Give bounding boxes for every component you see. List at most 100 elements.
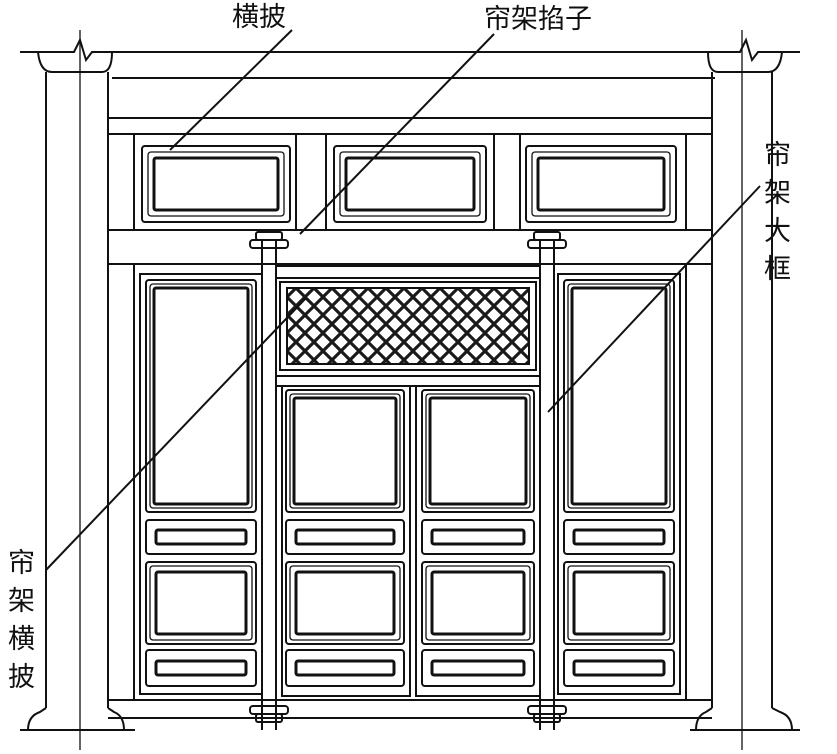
leader-curtain-transom — [45, 297, 307, 571]
lattice-diamond — [514, 371, 528, 385]
lattice-diamond — [388, 353, 402, 364]
lattice-diamond — [262, 317, 276, 331]
label-curtain-transom-2: 架 — [8, 586, 35, 617]
lattice-diamond — [307, 290, 321, 304]
label-curtain-transom-1: 帘 — [8, 548, 35, 579]
lattice-diamond — [451, 308, 465, 322]
lattice-diamond — [496, 299, 510, 313]
right-column — [690, 30, 800, 750]
lattice-diamond — [370, 353, 384, 364]
lattice-diamond — [442, 335, 456, 349]
lattice-diamond — [424, 353, 438, 364]
lattice-diamond — [370, 371, 384, 385]
lattice-diamond — [370, 317, 384, 331]
lattice-diamond — [433, 326, 447, 340]
lattice-diamond — [352, 299, 366, 313]
lattice-diamond — [379, 308, 393, 322]
lattice-diamond — [514, 299, 528, 313]
leader-transom — [169, 29, 293, 151]
lattice-diamond — [460, 299, 474, 313]
lattice-diamond — [433, 308, 447, 322]
lattice-diamond — [442, 317, 456, 331]
lattice-diamond — [325, 308, 339, 322]
lattice-diamond — [262, 281, 276, 295]
top-beam — [20, 37, 800, 79]
lattice-diamond — [343, 326, 357, 340]
lattice-diamond — [361, 290, 375, 304]
lattice-diamond — [287, 299, 294, 313]
lattice-diamond — [478, 299, 492, 313]
label-main-frame-1: 帘 — [764, 140, 791, 171]
lattice-diamond — [424, 299, 438, 313]
lattice-diamond — [388, 288, 402, 295]
lattice-diamond — [289, 326, 303, 340]
lattice-diamond — [325, 290, 339, 304]
lattice-diamond — [262, 353, 276, 367]
lattice-diamond — [316, 317, 330, 331]
lattice-diamond — [379, 344, 393, 358]
lattice-diamond — [496, 353, 510, 364]
lattice-diamond — [451, 326, 465, 340]
lattice-diamond — [496, 288, 510, 295]
lattice-diamond — [388, 335, 402, 349]
lattice-diamond — [523, 327, 529, 339]
label-main-frame-3: 大 — [764, 216, 791, 247]
lattice-diamond — [307, 308, 321, 322]
lattice-diamond — [442, 371, 456, 385]
lattice-diamond — [388, 299, 402, 313]
lattice-diamond — [298, 317, 312, 331]
lattice-diamond — [415, 290, 429, 304]
lattice-diamond — [514, 353, 528, 364]
lattice-diamond — [316, 288, 330, 295]
lattice-diamond — [298, 335, 312, 349]
lattice-diamond — [424, 317, 438, 331]
lattice-diamond — [307, 344, 321, 358]
lattice-diamond — [469, 290, 483, 304]
lattice-diamond — [287, 288, 294, 295]
lattice-diamond — [298, 288, 312, 295]
lattice-diamond — [370, 299, 384, 313]
lattice-diamond — [415, 308, 429, 322]
lattice-diamond — [496, 371, 510, 385]
lattice-diamond — [334, 335, 348, 349]
lattice-diamond — [370, 335, 384, 349]
lattice-diamond — [478, 317, 492, 331]
lattice-diamond — [271, 344, 285, 358]
lattice-diamond — [316, 299, 330, 313]
lattice-diamond — [514, 317, 528, 331]
lattice-diamond — [469, 308, 483, 322]
lattice-diamond — [505, 308, 519, 322]
lattice-diamond — [352, 288, 366, 295]
lattice-diamond — [406, 288, 420, 295]
lattice-diamond — [298, 353, 312, 364]
lattice-diamond — [451, 290, 465, 304]
lattice-diamond — [505, 344, 519, 358]
label-main-frame-4: 框 — [764, 254, 791, 285]
lattice-diamond — [523, 309, 529, 321]
lattice-diamond — [523, 345, 529, 357]
lattice-diamond — [325, 326, 339, 340]
upper-transom — [108, 117, 712, 265]
lattice-diamond — [505, 326, 519, 340]
leader-curtain-main-frame — [547, 185, 761, 413]
lattice-diamond — [424, 335, 438, 349]
lattice-diamond — [397, 290, 411, 304]
lattice-diamond — [496, 317, 510, 331]
lattice-diamond — [361, 344, 375, 358]
lattice-diamond — [280, 371, 294, 385]
lattice-diamond — [397, 308, 411, 322]
lattice-diamond — [334, 299, 348, 313]
lattice-diamond — [289, 290, 303, 304]
label-transom-top: 横披 — [232, 2, 286, 33]
lattice-diamond — [287, 317, 294, 331]
lattice-diamond — [451, 344, 465, 358]
lattice-diamond — [487, 344, 501, 358]
lattice-diamond — [307, 326, 321, 340]
lattice-diamond — [406, 317, 420, 331]
lattice-diamond — [514, 335, 528, 349]
label-curtain-rail: 帘架掐子 — [484, 4, 592, 35]
leader-lines — [45, 29, 761, 571]
lattice-diamond — [523, 291, 529, 303]
lattice-diamond — [505, 290, 519, 304]
lattice-diamond — [316, 371, 330, 385]
